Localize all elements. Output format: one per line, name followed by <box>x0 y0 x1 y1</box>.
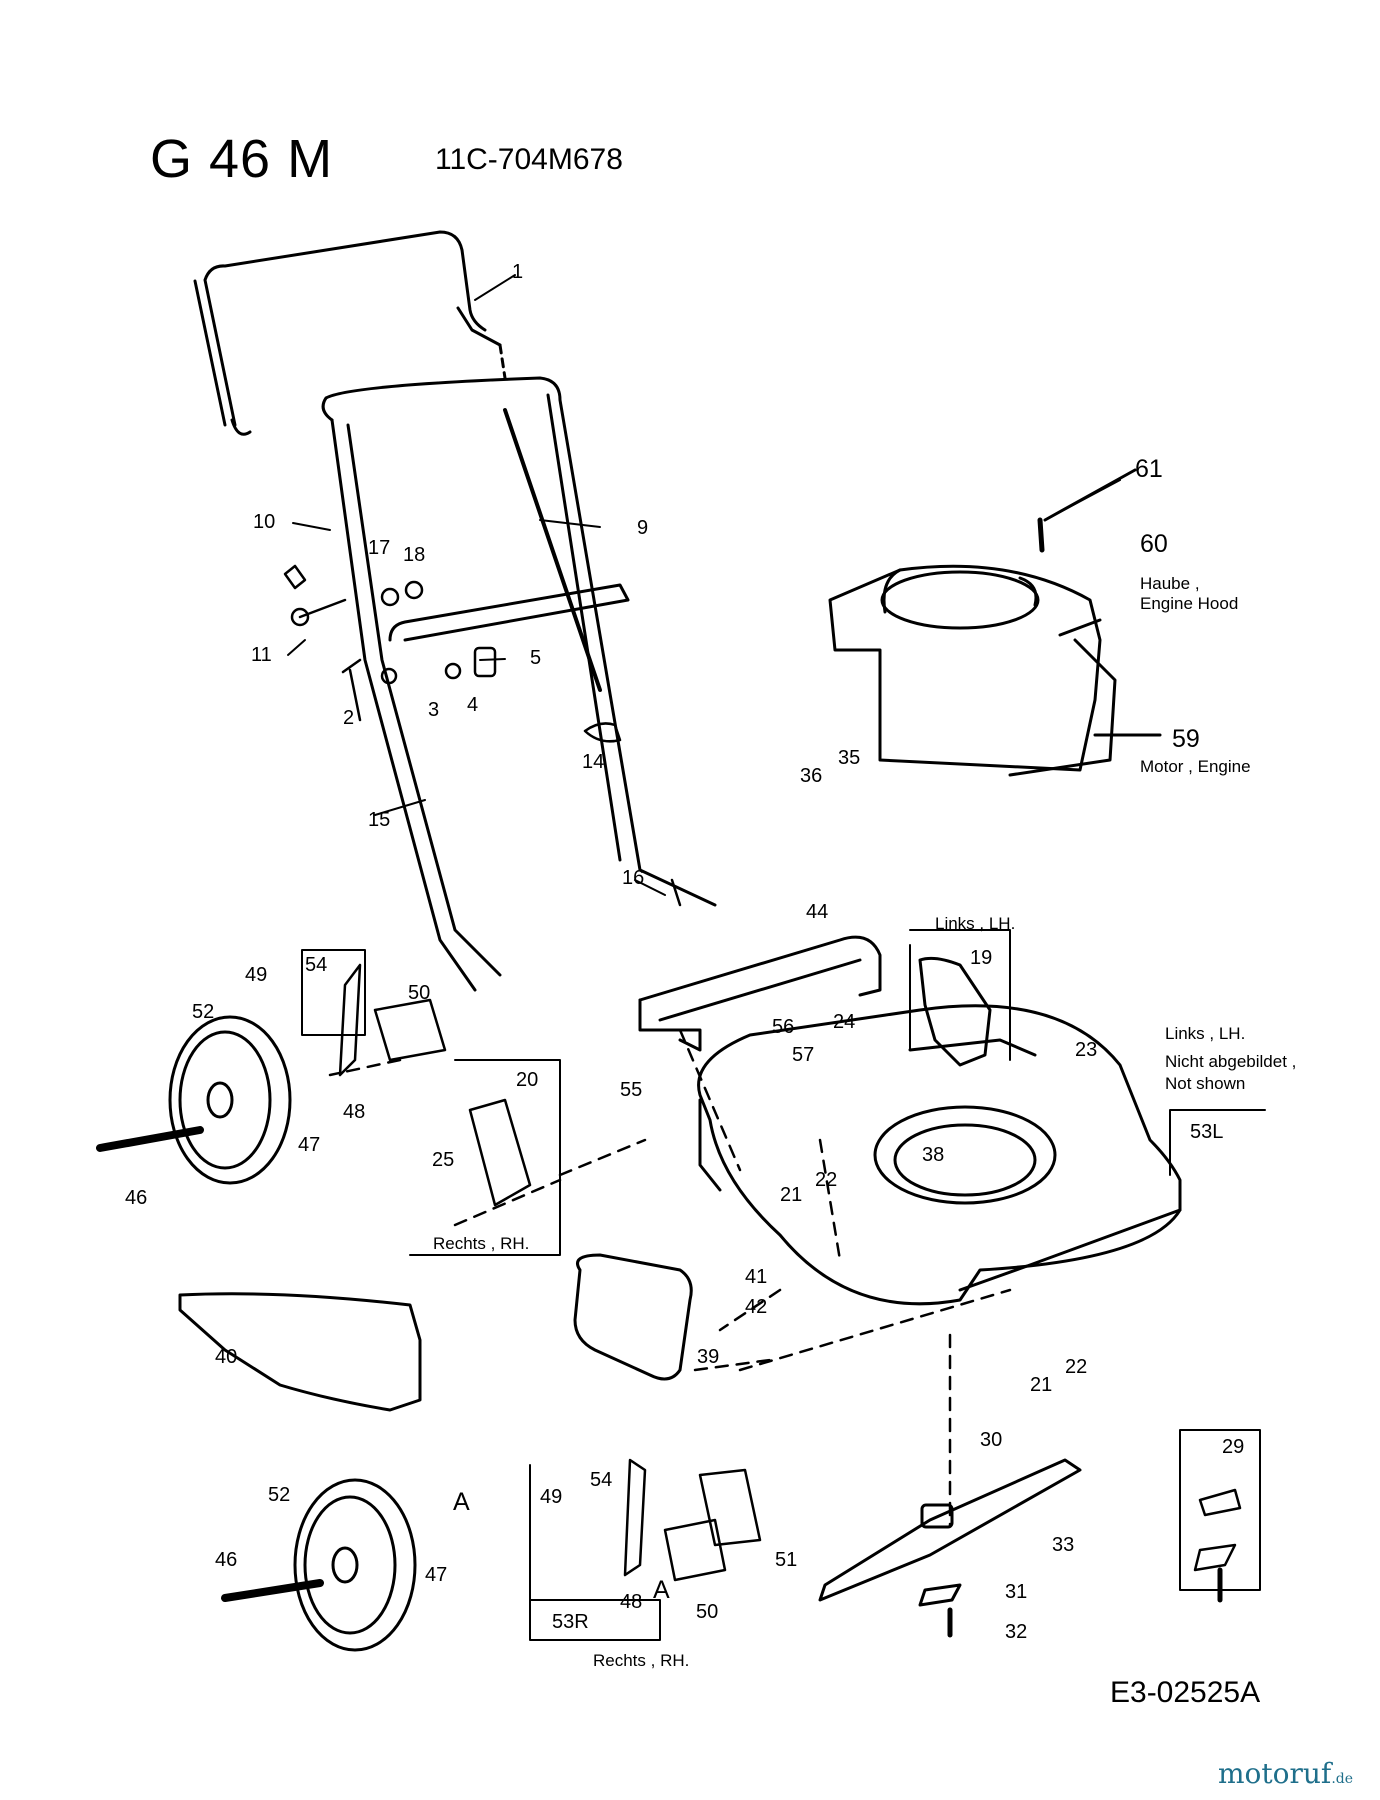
part-callout: 17 <box>368 537 391 559</box>
part-callout: 36 <box>800 765 823 787</box>
part-callout: 14 <box>582 751 605 773</box>
note-links: Links , LH. <box>935 914 1016 933</box>
part-callout: 48 <box>620 1591 643 1613</box>
part-callout: 25 <box>432 1149 455 1171</box>
part-callout: 41 <box>745 1266 768 1288</box>
part-callout: 29 <box>1222 1436 1245 1458</box>
cable-drawing <box>503 408 602 692</box>
part-callout: 55 <box>620 1079 643 1101</box>
part-callout: 47 <box>298 1134 321 1156</box>
rear-flap-drawing <box>178 1292 422 1412</box>
note-motor: Motor , Engine <box>1140 757 1251 776</box>
part-callout: 3 <box>428 699 440 721</box>
part-callout: 31 <box>1005 1581 1028 1603</box>
rear-wheel-drawing <box>96 1015 292 1185</box>
blade-drawing <box>818 1458 1082 1638</box>
part-callout: 49 <box>245 964 268 986</box>
part-callout: 20 <box>516 1069 539 1091</box>
model-code: 11C-704M678 <box>435 143 623 176</box>
part-callout: 52 <box>268 1484 291 1506</box>
part-callout: 54 <box>590 1469 613 1491</box>
part-callout: 51 <box>775 1549 798 1571</box>
part-callout: 44 <box>806 901 829 923</box>
part-callout: 35 <box>838 747 861 769</box>
note-rechts: Rechts , RH. <box>593 1651 690 1670</box>
assembly-lines <box>328 1028 1012 1527</box>
part-callout: 24 <box>833 1011 856 1033</box>
note-engine-hood: Engine Hood <box>1140 594 1239 613</box>
logo-tld: .de <box>1331 1771 1354 1787</box>
part-callout: A <box>653 1576 670 1604</box>
part-callout: 1 <box>512 261 524 283</box>
part-callout: 15 <box>368 809 391 831</box>
part-callout: 53L <box>1190 1121 1224 1143</box>
part-callout: 22 <box>815 1169 838 1191</box>
part-callout: 11 <box>251 644 272 666</box>
part-callout: 42 <box>745 1296 768 1318</box>
group-boxes <box>301 929 1266 1641</box>
part-callout: 19 <box>970 947 993 969</box>
part-callout: 38 <box>922 1144 945 1166</box>
part-callout: 5 <box>530 647 542 669</box>
part-callout: 23 <box>1075 1039 1098 1061</box>
hardware-drawing <box>283 564 682 907</box>
part-callout: 46 <box>215 1549 238 1571</box>
part-callout: 52 <box>192 1001 215 1023</box>
part-callout: 21 <box>1030 1374 1053 1396</box>
document-id: E3-02525A <box>1110 1676 1261 1709</box>
part-callout: 56 <box>772 1016 795 1038</box>
note-rechts: Rechts , RH. <box>433 1234 530 1253</box>
leader-lines <box>287 274 1121 896</box>
part-callout: 53R <box>552 1611 589 1633</box>
part-callout: 33 <box>1052 1534 1075 1556</box>
part-callout: 61 <box>1135 455 1163 483</box>
side-discharge-drawing <box>573 1253 693 1381</box>
note-links: Links , LH. <box>1165 1024 1246 1043</box>
upper-handle-drawing <box>193 230 507 436</box>
lower-handle-drawing <box>321 376 717 992</box>
part-callout: 59 <box>1172 725 1200 753</box>
part-callout: 46 <box>125 1187 148 1209</box>
front-wheel-drawing <box>221 1478 417 1652</box>
logo: motoruf.de <box>1218 1760 1353 1788</box>
part-callout: 22 <box>1065 1356 1088 1378</box>
rear-bracket-drawing <box>638 935 882 1052</box>
blade-adapter-detail-drawing <box>1193 1488 1242 1603</box>
part-callout: 57 <box>792 1044 815 1066</box>
part-callout: 40 <box>215 1346 238 1368</box>
note-nicht-abgebildet: Nicht abgebildet , <box>1165 1052 1297 1071</box>
bracket-19-drawing <box>918 956 992 1067</box>
part-callout: 18 <box>403 544 426 566</box>
part-callout: 21 <box>780 1184 803 1206</box>
part-callout: 48 <box>343 1101 366 1123</box>
part-callout: 30 <box>980 1429 1003 1451</box>
part-callout: 16 <box>622 867 645 889</box>
part-callout: 47 <box>425 1564 448 1586</box>
part-callout: 32 <box>1005 1621 1028 1643</box>
engine-drawing <box>828 468 1162 777</box>
part-callout: 4 <box>467 694 479 716</box>
part-callout: 9 <box>637 517 649 539</box>
part-callout: 60 <box>1140 530 1168 558</box>
note-haube: Haube , <box>1140 574 1200 593</box>
part-callout: 2 <box>343 707 355 729</box>
part-callout: 49 <box>540 1486 563 1508</box>
part-callout: A <box>453 1488 470 1516</box>
mower-deck-drawing <box>697 1004 1182 1306</box>
note-not-shown: Not shown <box>1165 1074 1246 1093</box>
part-callout: 10 <box>253 511 276 533</box>
part-callout: 50 <box>696 1601 719 1623</box>
model-title: G 46 M <box>150 129 334 189</box>
part-callout: 50 <box>408 982 431 1004</box>
part-callout: 39 <box>697 1346 720 1368</box>
logo-main: motoruf <box>1218 1757 1332 1790</box>
height-adjuster-drawing <box>338 963 762 1582</box>
part-callout: 54 <box>305 954 328 976</box>
